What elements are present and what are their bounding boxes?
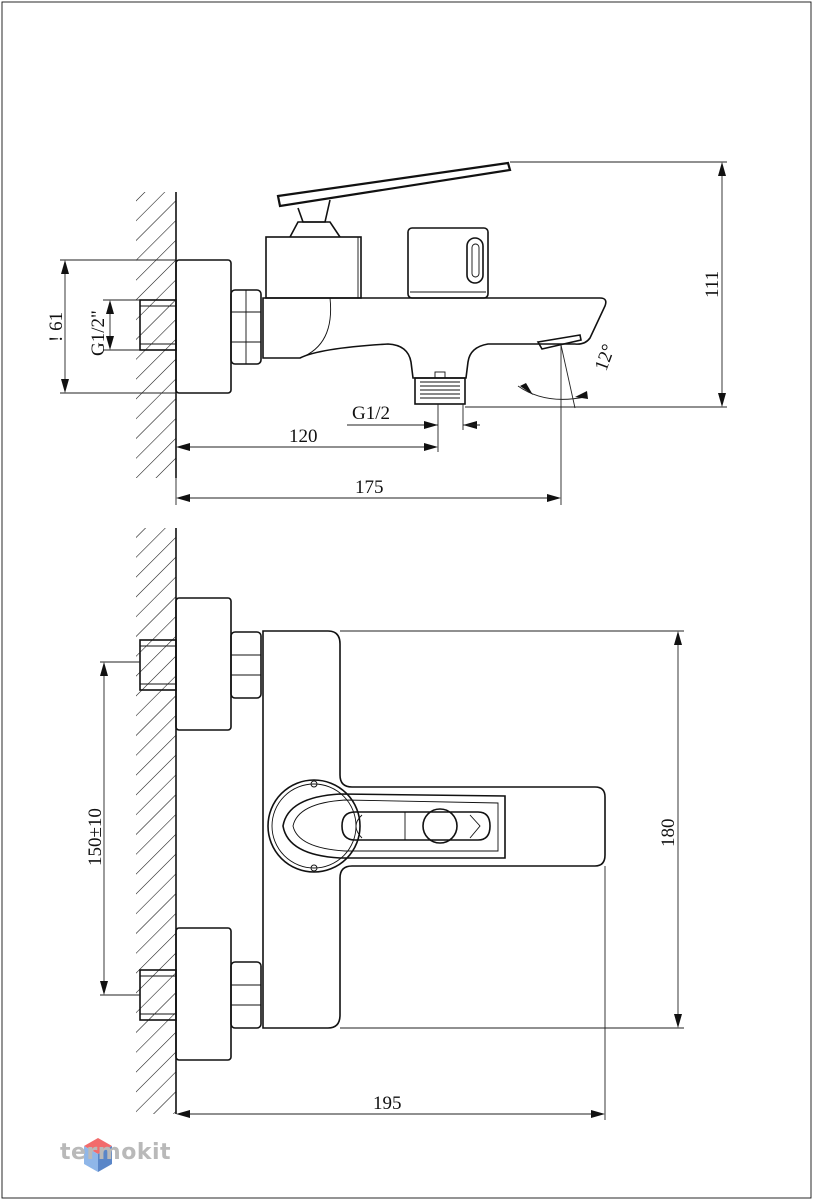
lever-hub — [267, 779, 361, 873]
cartridge-housing — [265, 236, 362, 299]
diverter-knob — [407, 227, 489, 299]
wall-hatch — [136, 528, 176, 1114]
logo-wordmark: termokit — [60, 1140, 172, 1165]
faucet-body — [262, 297, 607, 379]
front-view: 150±10 180 195 — [85, 528, 684, 1120]
dim-wall-to-outlet: 120 — [289, 426, 318, 447]
side-view: 111 ! 61 G1/2" G1/2 120 175 — [46, 161, 727, 505]
upper-flange — [175, 597, 232, 731]
dim-flange-diameter: ! 61 — [46, 312, 67, 342]
lower-flange — [175, 927, 232, 1061]
dim-outlet-thread: G1/2 — [352, 403, 390, 424]
dim-body-depth: 195 — [373, 1093, 402, 1114]
diverter-knob-top — [341, 811, 491, 841]
dim-body-height: 180 — [658, 819, 679, 848]
faucet-body-top — [262, 630, 606, 1029]
inlet-pipe — [139, 299, 177, 351]
termokit-logo-icon — [84, 1138, 112, 1172]
wall-flange — [175, 259, 232, 394]
lever-neck — [289, 221, 341, 238]
dim-inlet-thread: G1/2" — [88, 310, 109, 356]
lever-handle-top — [282, 793, 506, 859]
lower-hex-nut — [230, 961, 262, 1029]
dim-spout-angle: 12° — [591, 342, 620, 374]
upper-hex-nut — [230, 631, 262, 699]
dim-wall-to-spout: 175 — [355, 477, 384, 498]
dim-height-total: 111 — [702, 271, 723, 298]
lever-handle — [276, 161, 512, 208]
upper-inlet-pipe — [139, 639, 177, 691]
spout-outlet — [536, 334, 582, 350]
wall-hatch — [136, 192, 176, 478]
dim-inlet-spacing: 150±10 — [85, 808, 106, 866]
